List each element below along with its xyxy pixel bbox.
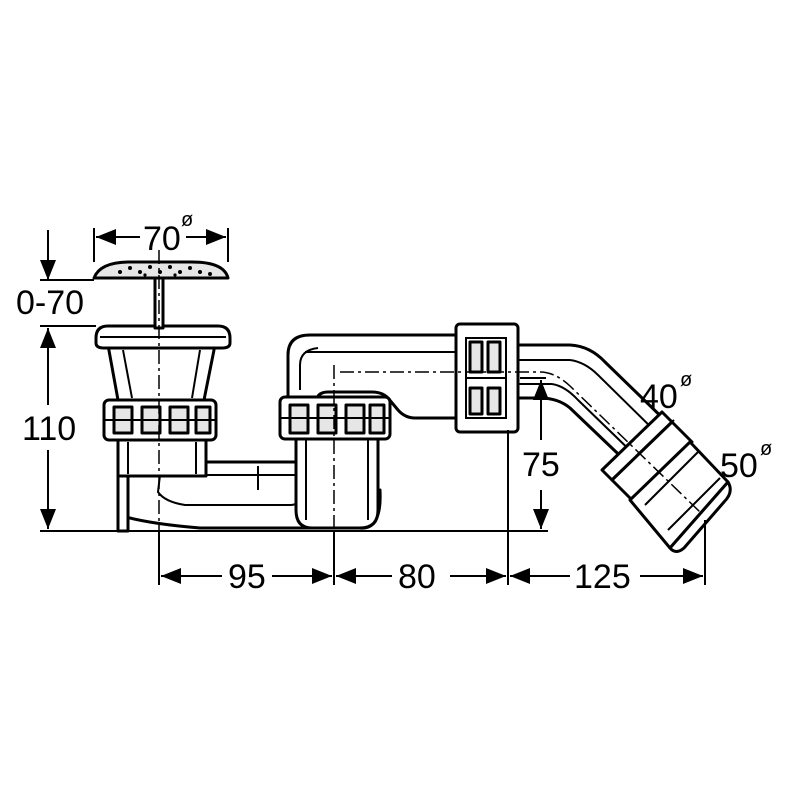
outlet-diameter-40-label: 40 [640,378,678,416]
center-lines [158,250,701,545]
drain-body [106,343,217,533]
outlet-height-label: 75 [522,446,560,484]
outlet-diameter-50-label: 50 [720,447,758,485]
drain-flange [94,324,232,350]
outlet-diameter-40-symbol: ø [680,369,692,391]
outlet-sleeve-50 [628,440,732,553]
height-label: 110 [22,410,76,448]
outlet-sleeve-40 [600,410,694,502]
offset-2-label: 80 [398,558,436,596]
stroke-range-label: 0-70 [16,284,84,322]
offset-3-label: 125 [574,558,631,596]
perforated-cap [92,260,230,280]
union-nut [454,322,520,434]
dimension-lines [40,228,706,585]
siphon-arm [286,333,467,420]
standpipe-body [294,433,380,530]
cap-diameter-symbol: ø [181,209,193,231]
coupling-nut-right [278,395,392,441]
drain-assembly [92,250,732,553]
cap-diameter-label: 70 [143,220,181,258]
offset-1-label: 95 [228,558,266,596]
coupling-nut-left [102,398,218,442]
outlet-diameter-50-symbol: ø [760,438,772,460]
